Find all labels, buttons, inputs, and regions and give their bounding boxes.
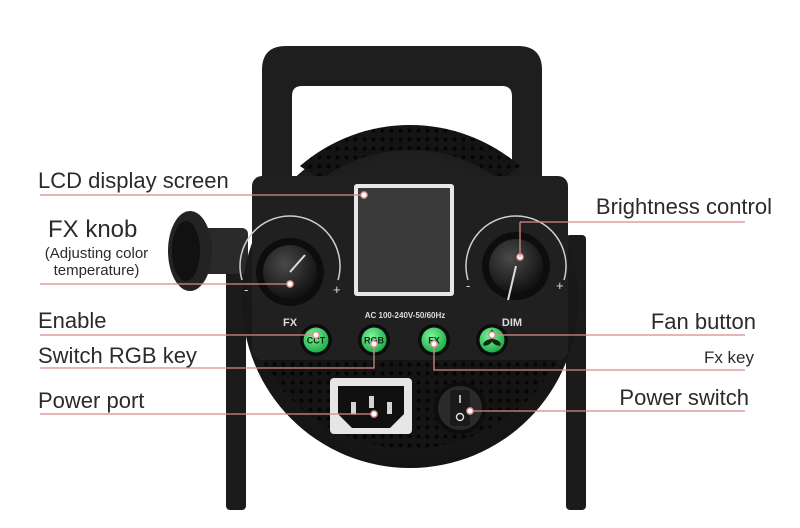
power-port[interactable] [330,378,412,434]
stand-leg-left [226,235,246,510]
label-fan-button: Fan button [650,309,756,334]
label-fx-knob-sub: (Adjusting color temperature) [34,245,159,280]
spec-text: AC 100-240V-50/60Hz [365,311,446,320]
label-lcd-display-screen: LCD display screen [38,168,229,193]
top-vent [300,124,520,180]
label-fx-knob-sub-line2: temperature) [53,262,140,280]
fx-plus: + [333,282,341,297]
dim-knob-label: DIM [502,317,522,329]
cct-button[interactable]: CCT [300,324,332,356]
label-fx-knob-sub-line1: (Adjusting color [44,245,149,262]
dim-plus: + [556,278,564,293]
dim-knob[interactable] [465,215,567,301]
label-brightness-control: Brightness control [595,194,772,219]
leader-lines [40,194,745,415]
label-power-switch: Power switch [619,385,749,410]
svg-text:CCT: CCT [307,336,326,346]
fx-knob[interactable] [239,215,341,306]
dim-minus: - [466,278,470,293]
label-enable: Enable [38,308,107,333]
leader-dots [286,191,524,418]
label-power-port: Power port [38,388,145,413]
fan-button[interactable] [476,324,508,356]
leader-fx-key [433,344,745,371]
label-fx-key: Fx key [703,348,754,367]
fx-minus: - [244,282,248,297]
leader-rgb [40,344,375,369]
yoke-lock-knob[interactable] [168,211,248,291]
fx-knob-label: FX [283,317,298,329]
label-switch-rgb-key: Switch RGB key [38,343,197,368]
label-fx-knob: FX knob [48,216,138,243]
power-switch[interactable] [434,382,486,434]
